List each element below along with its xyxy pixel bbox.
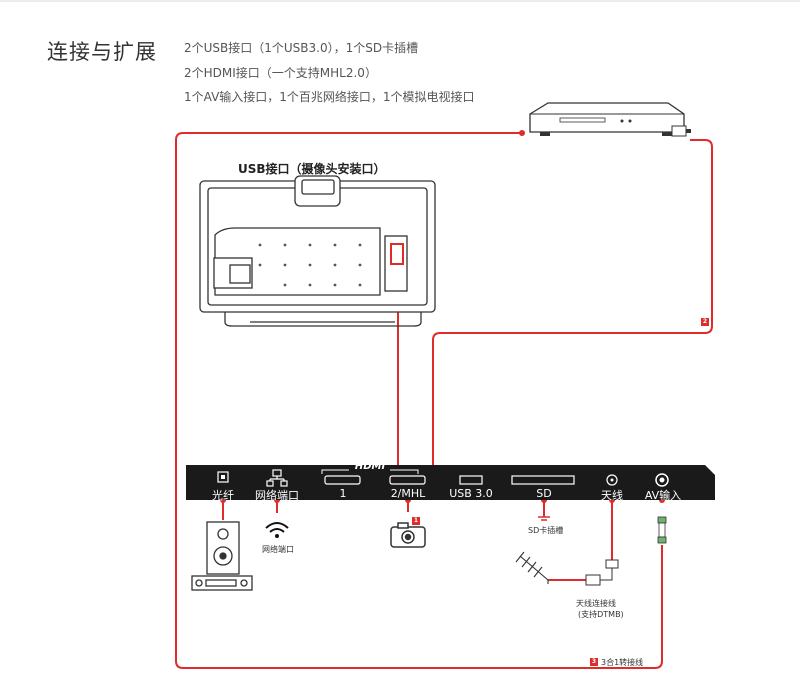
- hdmi-group-label: HDMI: [354, 461, 386, 472]
- antenna-port-icon: [606, 474, 618, 486]
- media-player-icon: [529, 102, 691, 137]
- sd-slot-icon: [511, 475, 575, 485]
- port-label-hdmi2: 2/MHL: [390, 487, 426, 500]
- player-hdmi-cable: [432, 139, 713, 465]
- port-label-optical: 光纤: [212, 489, 234, 502]
- port-label-sd: SD: [536, 487, 552, 500]
- port-panel: [186, 465, 715, 500]
- av-port-icon: [655, 473, 669, 487]
- optical-port-icon: [217, 471, 229, 483]
- badge-camera: 1: [412, 517, 420, 525]
- camera-icon: [390, 522, 426, 548]
- port-label-usb3: USB 3.0: [449, 487, 493, 500]
- antenna-plug-icon: [585, 574, 601, 586]
- tv-screw-holes: [258, 243, 362, 287]
- tv-back-label: USB接口（摄像头安装口）: [238, 162, 386, 176]
- antenna-cable-caption: 天线连接线: [576, 599, 616, 608]
- sd-slot-caption: SD卡插槽: [528, 526, 564, 535]
- wifi-icon: [265, 522, 289, 533]
- hdmi2-port-icon: [389, 475, 426, 485]
- top-divider: [0, 0, 800, 2]
- badge-player: 2: [701, 318, 709, 326]
- usb3-port-icon: [459, 475, 483, 485]
- port-label-hdmi1: 1: [339, 487, 347, 500]
- av-cable-caption: 3合1转接线: [601, 658, 644, 667]
- av-connector-icon: [657, 516, 667, 544]
- spec-line-av: 1个AV输入接口，1个百兆网络接口，1个模拟电视接口: [184, 90, 475, 104]
- antenna-icon: [515, 551, 549, 584]
- section-title: 连接与扩展: [47, 40, 157, 64]
- port-label-network: 网络端口: [255, 489, 299, 502]
- port-label-antenna: 天线: [601, 489, 623, 502]
- speaker-icon: [206, 521, 240, 575]
- hdmi1-port-icon: [324, 475, 361, 485]
- amplifier-icon: [191, 575, 253, 591]
- sd-card-icon: [538, 516, 550, 521]
- spec-line-hdmi: 2个HDMI接口（一个支持MHL2.0）: [184, 66, 377, 80]
- av-cable-loop: [175, 132, 663, 669]
- network-port-icon: [266, 469, 288, 487]
- spec-line-usb: 2个USB接口（1个USB3.0），1个SD卡插槽: [184, 41, 419, 55]
- antenna-cable-note: (支持DTMB): [578, 610, 624, 619]
- badge-av: 3: [590, 658, 598, 666]
- tv-back-icon: [199, 175, 436, 327]
- network-port-caption: 网络端口: [262, 545, 294, 554]
- port-label-av: AV输入: [644, 489, 682, 502]
